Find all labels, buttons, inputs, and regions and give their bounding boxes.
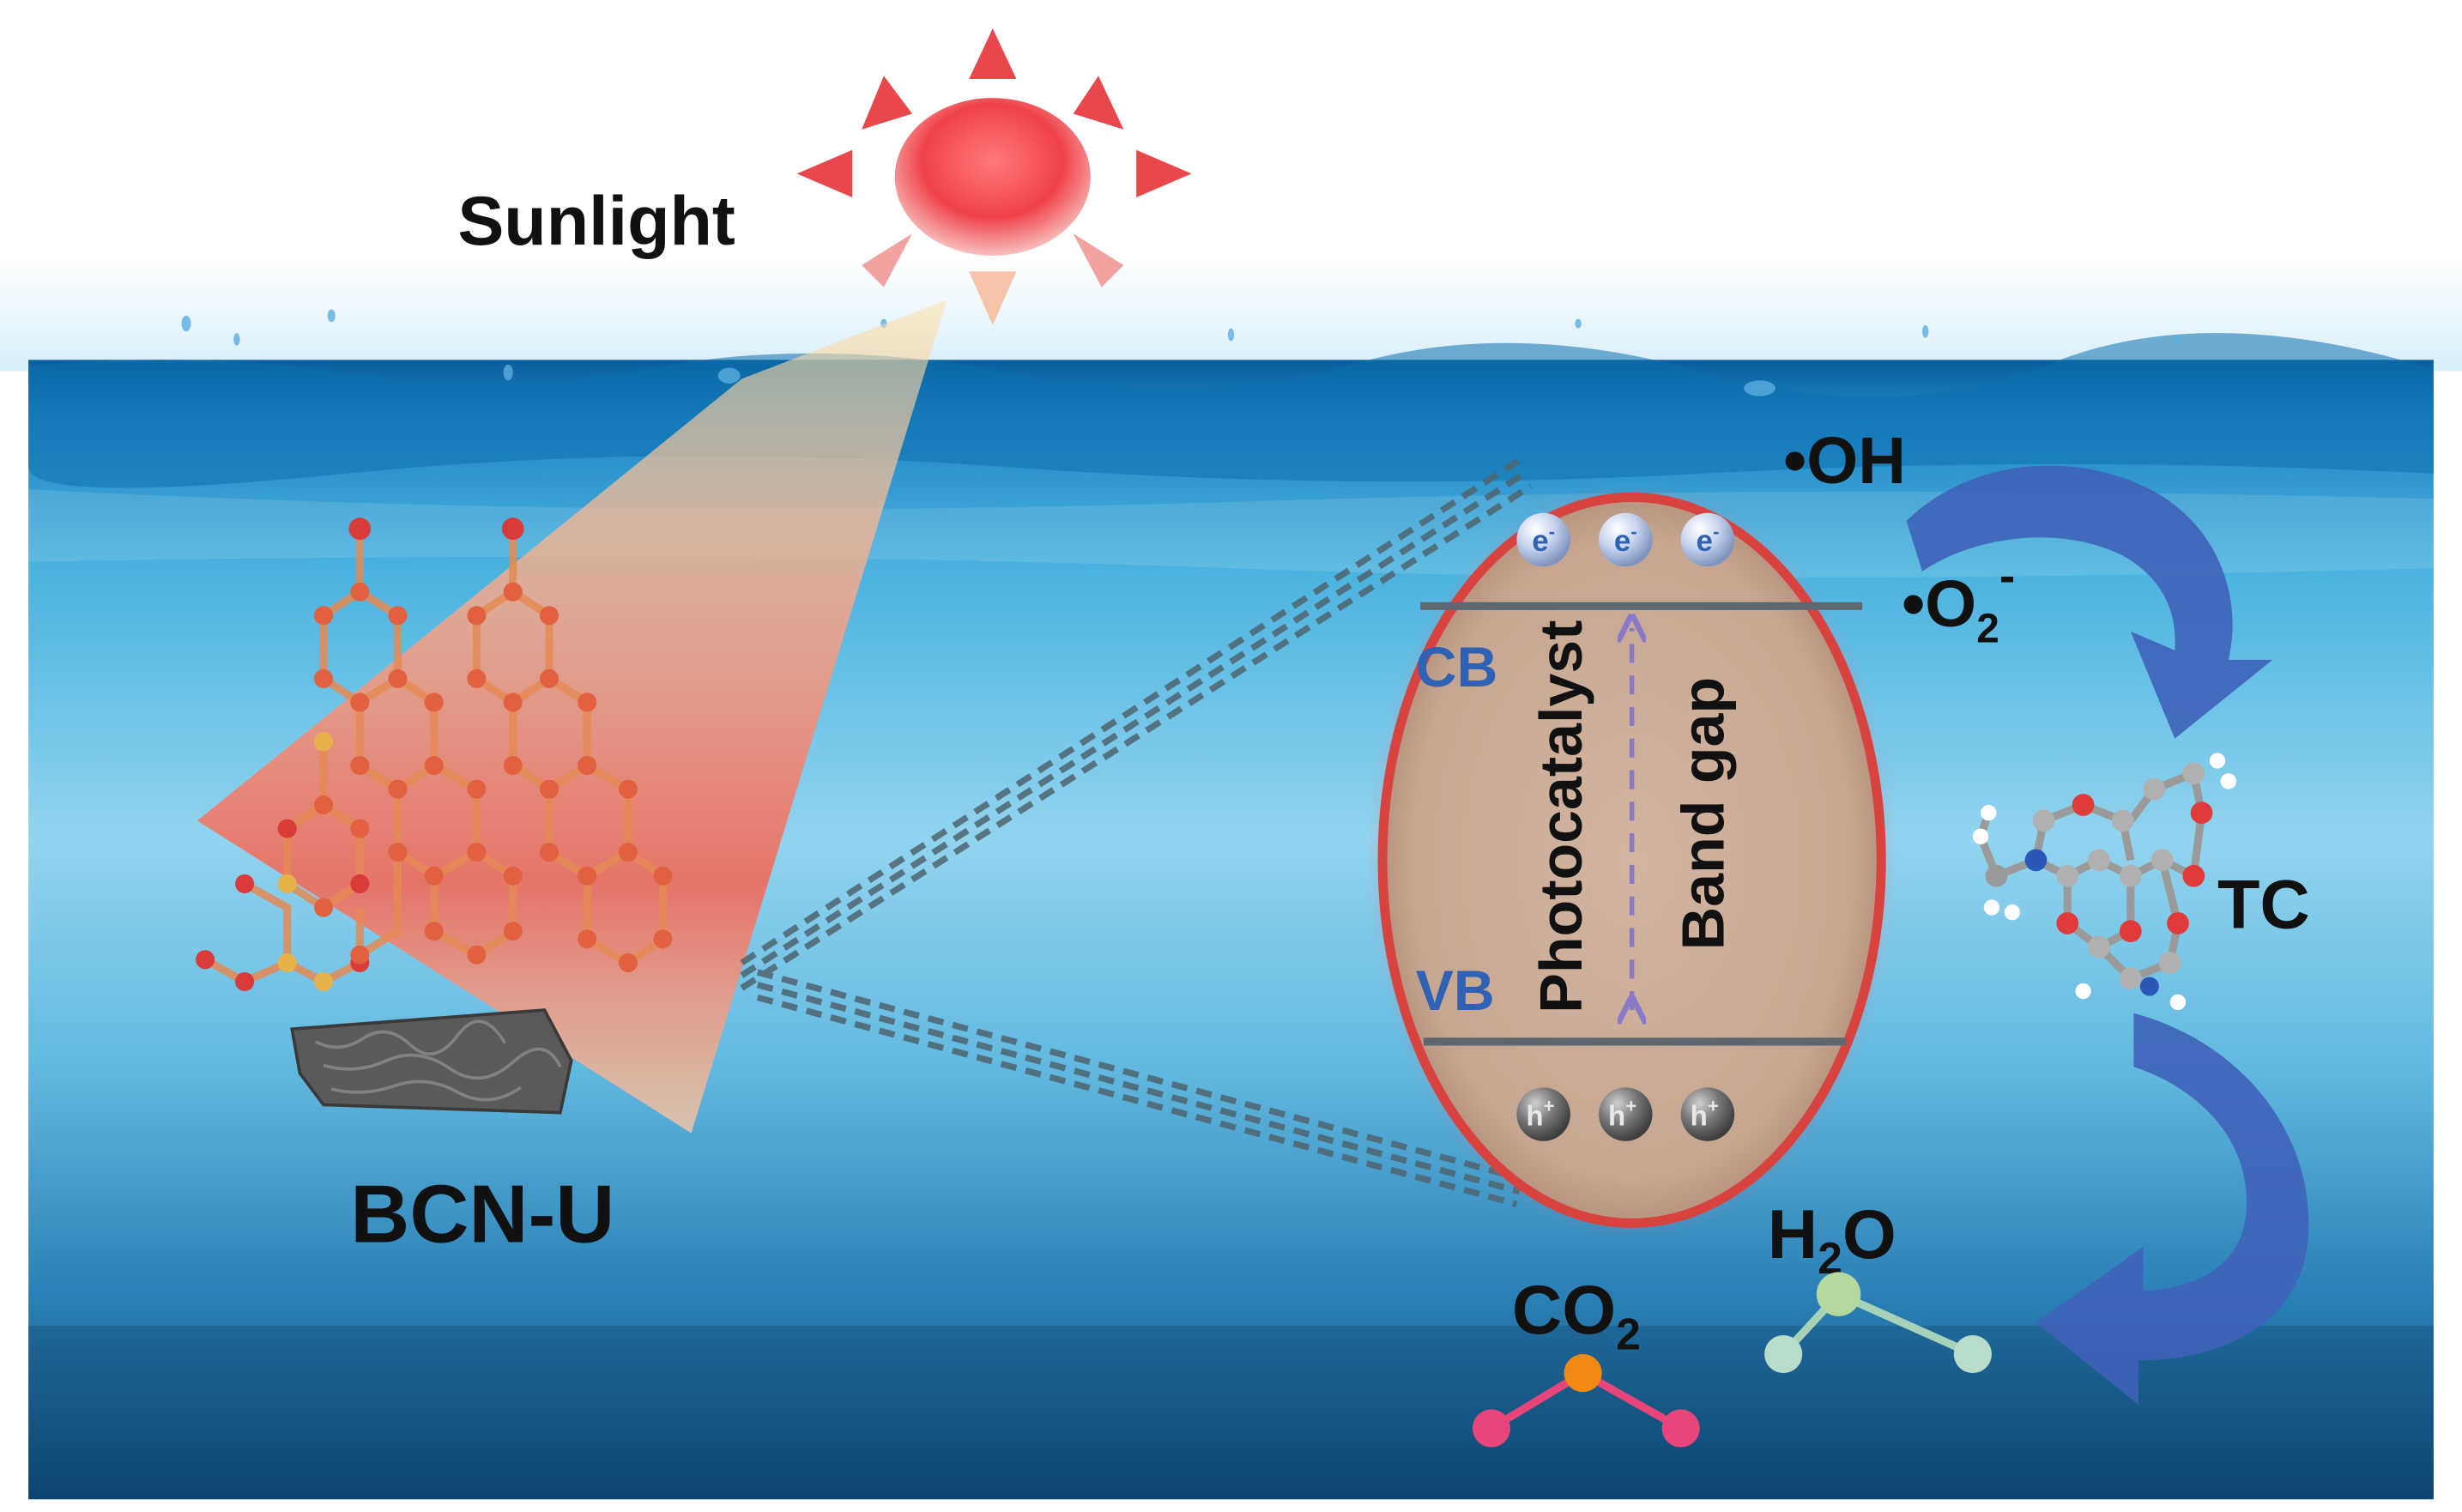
tc-molecule-icon [1972, 753, 2237, 1011]
sunlight-beam [197, 299, 947, 1134]
svg-text:h+: h+ [1526, 1096, 1554, 1133]
svg-text:e-: e- [1697, 521, 1720, 558]
h2o-molecule-icon [1764, 1272, 1992, 1374]
electron-charge: - [1630, 521, 1636, 542]
hole-icon [1599, 1087, 1653, 1141]
curved-arrow-icon [1906, 465, 2273, 739]
h2o-label: H [1768, 1196, 1818, 1273]
hydroxyl-radical-label: •OH [1783, 424, 1906, 498]
svg-text:•O2-: •O2- [1902, 549, 2015, 652]
tc-label: TC [2217, 866, 2310, 943]
bcn-sheet-texture [314, 1019, 562, 1102]
bcn-lattice-icon [196, 517, 673, 992]
electron-label: e [1697, 524, 1713, 558]
cb-label: CB [1416, 636, 1498, 699]
curved-arrow-icon [2036, 1013, 2309, 1405]
svg-text:h+: h+ [1691, 1096, 1719, 1133]
hole-icon [1680, 1087, 1735, 1141]
seabed-shade [28, 1325, 2434, 1500]
band-gap-label: Band gap [1669, 677, 1736, 950]
bcn-sheet-icon [290, 1008, 573, 1115]
water-surface-waves [28, 333, 2434, 488]
superoxide-charge: - [1999, 549, 2015, 602]
hole-charge: + [1708, 1096, 1719, 1117]
vb-label: VB [1416, 959, 1495, 1023]
superoxide-radical-label: •O [1902, 567, 1976, 641]
svg-text:CO2: CO2 [1512, 1272, 1641, 1358]
hole-charge: + [1625, 1096, 1636, 1117]
co2-molecule-icon [1472, 1354, 1700, 1448]
sun-icon [796, 28, 1192, 325]
h2o-label-tail: O [1842, 1196, 1896, 1273]
superoxide-subscript: 2 [1976, 607, 1999, 652]
photocatalyst-label: Photocatalyst [1527, 620, 1594, 1013]
hole-charge: + [1544, 1096, 1555, 1117]
svg-text:h+: h+ [1608, 1096, 1636, 1133]
co2-label: CO [1512, 1272, 1616, 1349]
zoom-connector-lines [740, 457, 1533, 1207]
sky-background [0, 0, 2462, 372]
electron-charge: - [1549, 521, 1555, 542]
hole-label: h [1691, 1100, 1708, 1132]
svg-text:e-: e- [1532, 521, 1555, 558]
electron-row: e- e- e- [1516, 512, 1735, 567]
hole-label: h [1608, 1100, 1625, 1132]
hole-label: h [1526, 1100, 1543, 1132]
electron-icon [1516, 512, 1570, 567]
water-droplets [181, 309, 2181, 396]
electron-label: e [1532, 524, 1548, 558]
photocatalyst-particle [1366, 481, 1897, 1239]
sunlight-label: Sunlight [457, 183, 735, 260]
hole-row: h+ h+ h+ [1516, 1087, 1735, 1141]
electron-charge: - [1713, 521, 1719, 542]
co2-subscript: 2 [1616, 1309, 1641, 1359]
electron-icon [1599, 512, 1653, 567]
svg-text:e-: e- [1614, 521, 1637, 558]
electron-label: e [1614, 524, 1630, 558]
electron-icon [1680, 512, 1735, 567]
hole-icon [1516, 1087, 1570, 1141]
bcn-u-label: BCN-U [350, 1168, 614, 1260]
